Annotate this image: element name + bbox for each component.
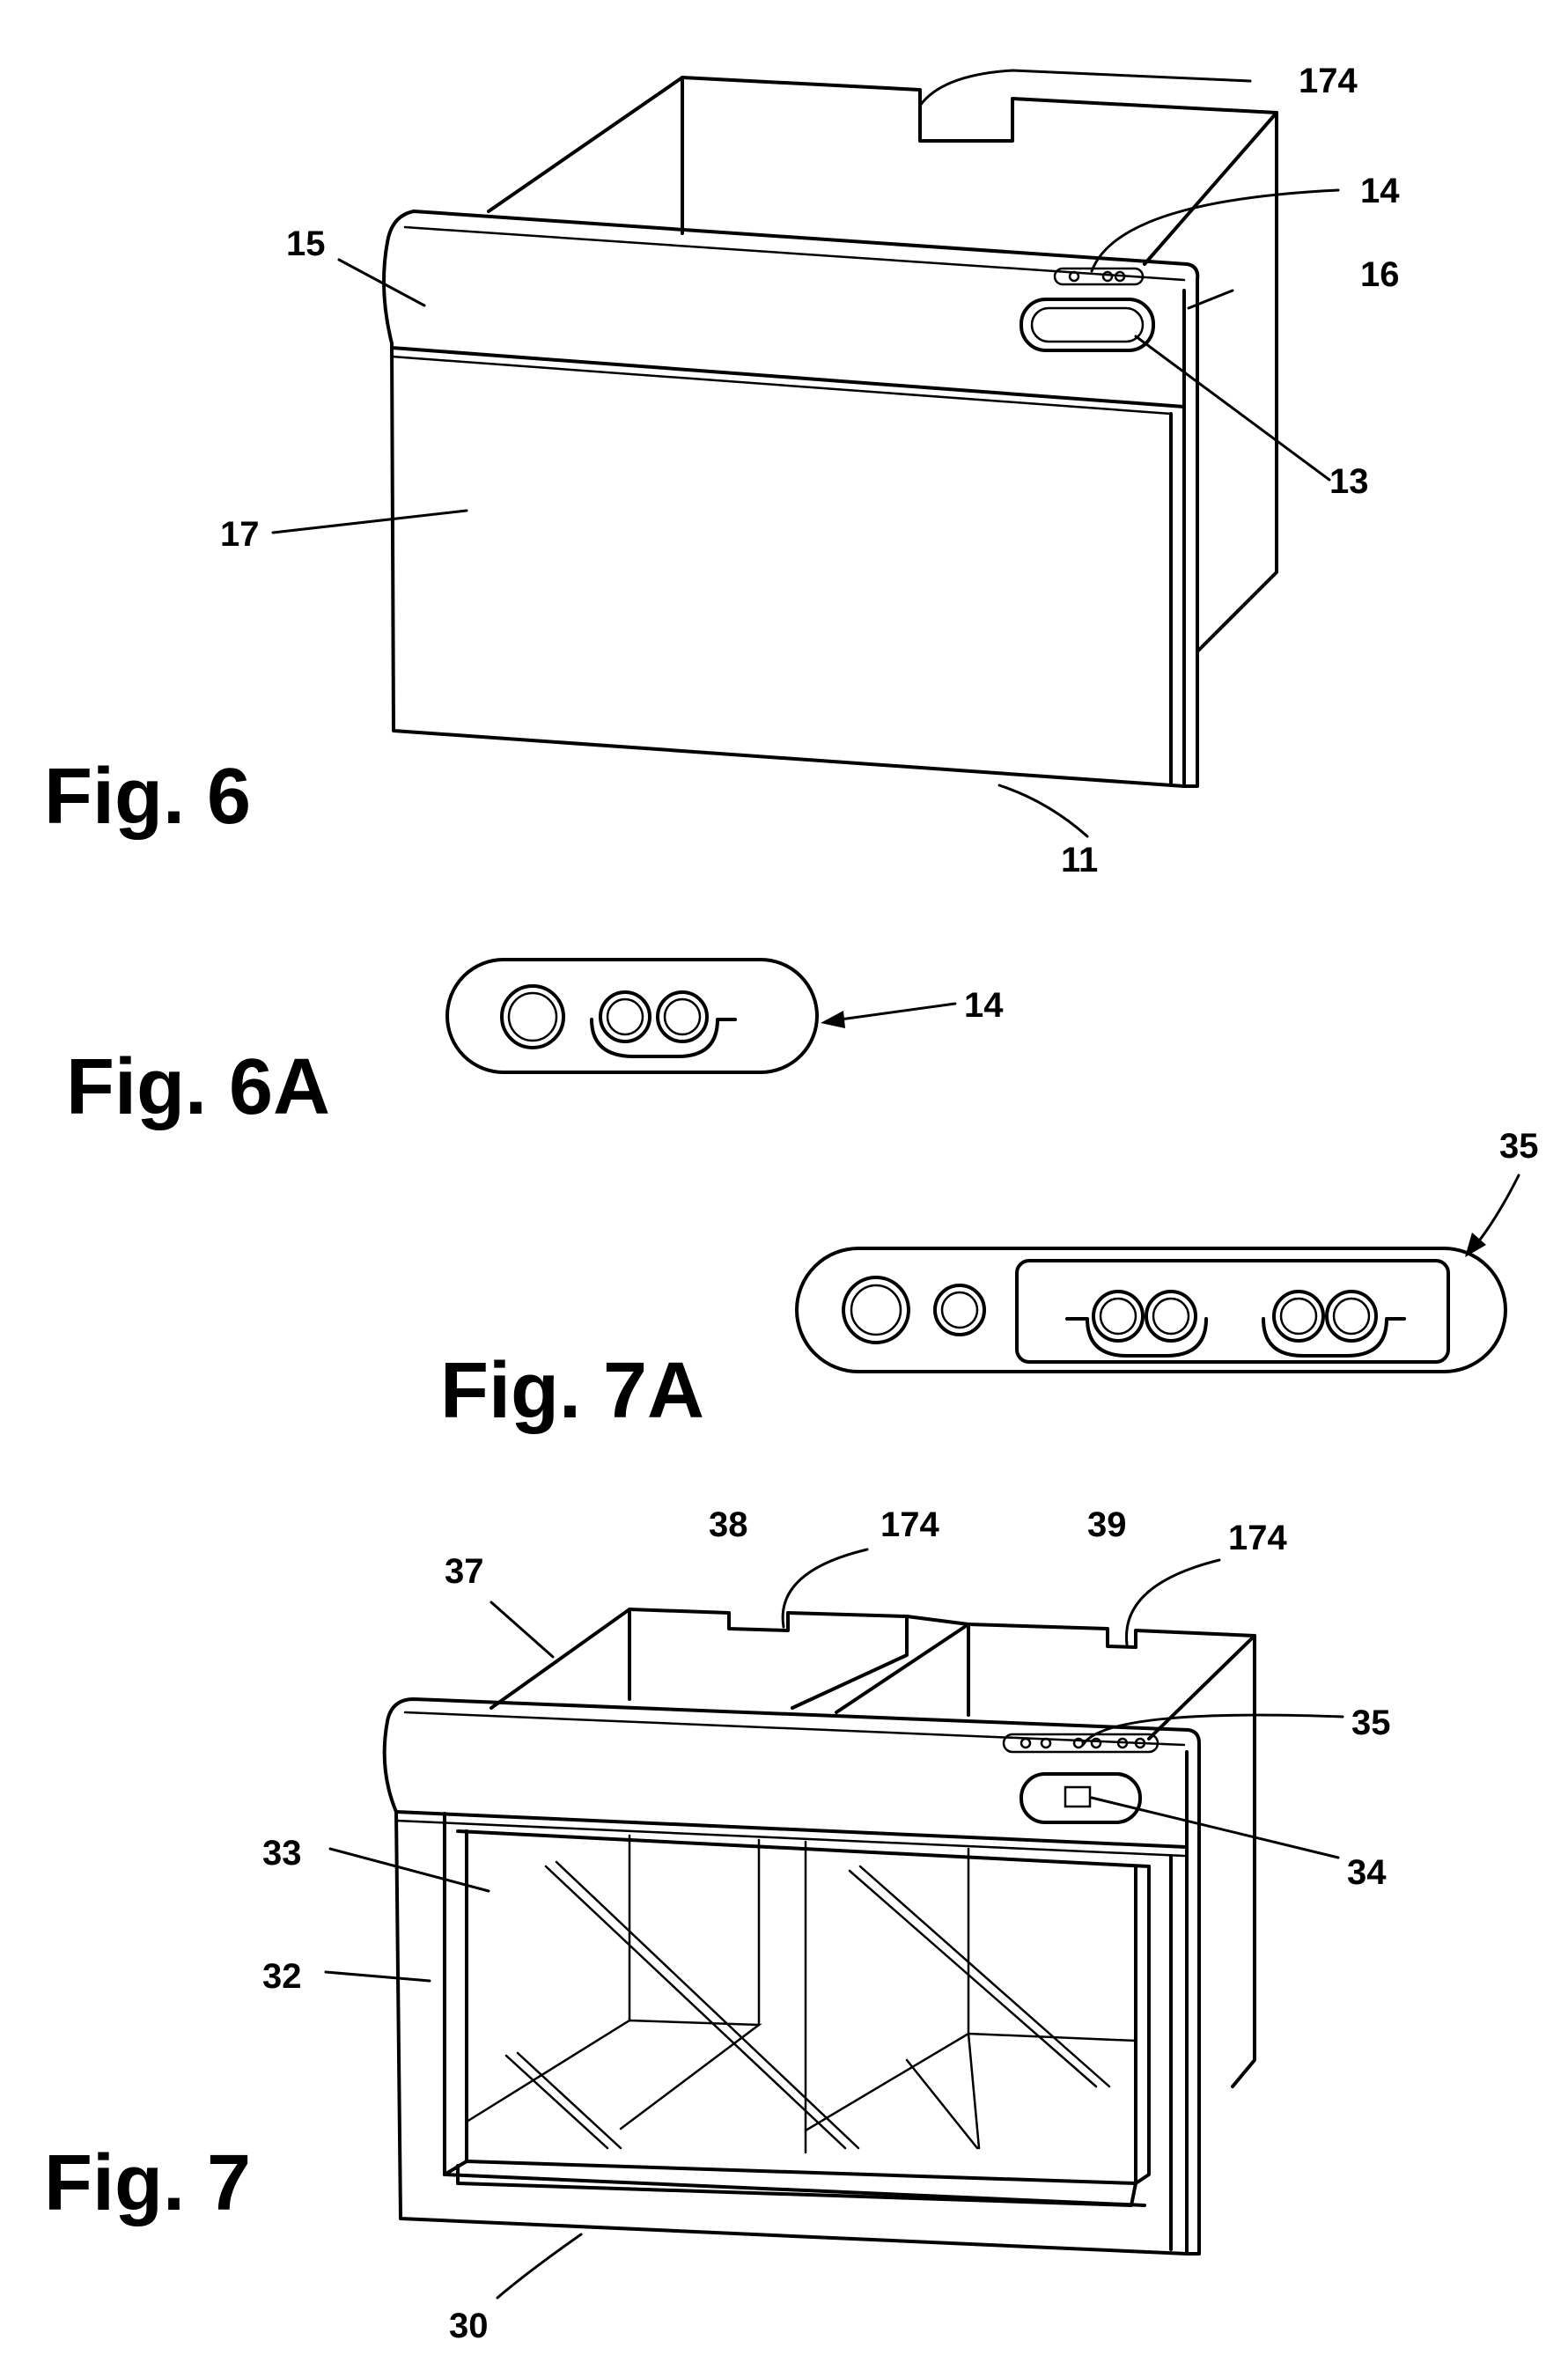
fig7-ref-174-left: 174 xyxy=(880,1505,939,1544)
fig7-ref-39: 39 xyxy=(1087,1505,1127,1544)
fig7a-label: Fig. 7A xyxy=(440,1347,704,1435)
ref-15: 15 xyxy=(286,224,326,263)
fig6a-ref-14: 14 xyxy=(964,986,1004,1025)
fig7-ref-38: 38 xyxy=(709,1505,748,1544)
fig6-label: Fig. 6 xyxy=(44,753,251,841)
fig7a-control-panel xyxy=(797,1248,1505,1372)
fig7-label: Fig. 7 xyxy=(44,2139,251,2227)
fig6-leader-lines xyxy=(273,70,1338,836)
fig7-ref-37: 37 xyxy=(445,1552,484,1591)
fig6-drawer xyxy=(384,77,1277,786)
fig7-ref-34: 34 xyxy=(1347,1853,1387,1892)
fig6a-arrowhead xyxy=(821,1011,845,1028)
fig7-ref-35: 35 xyxy=(1351,1704,1391,1742)
ref-174: 174 xyxy=(1299,62,1358,100)
ref-14: 14 xyxy=(1360,172,1400,210)
fig6a-label: Fig. 6A xyxy=(66,1043,330,1131)
fig7-ref-174-right: 174 xyxy=(1228,1519,1287,1557)
fig6a-leader xyxy=(828,1004,955,1021)
fig7-drawer xyxy=(385,1609,1255,2254)
fig6-reference-numerals: 174 14 15 16 13 17 11 xyxy=(220,62,1400,879)
fig7-ref-30: 30 xyxy=(449,2307,489,2345)
ref-16: 16 xyxy=(1360,255,1400,294)
fig7a-ref-35: 35 xyxy=(1499,1127,1539,1166)
ref-13: 13 xyxy=(1329,462,1369,501)
ref-17: 17 xyxy=(220,515,260,554)
ref-11: 11 xyxy=(1061,841,1098,879)
fig7-ref-33: 33 xyxy=(262,1834,302,1873)
fig7-ref-32: 32 xyxy=(262,1957,302,1996)
fig6a-control-panel xyxy=(447,960,817,1072)
